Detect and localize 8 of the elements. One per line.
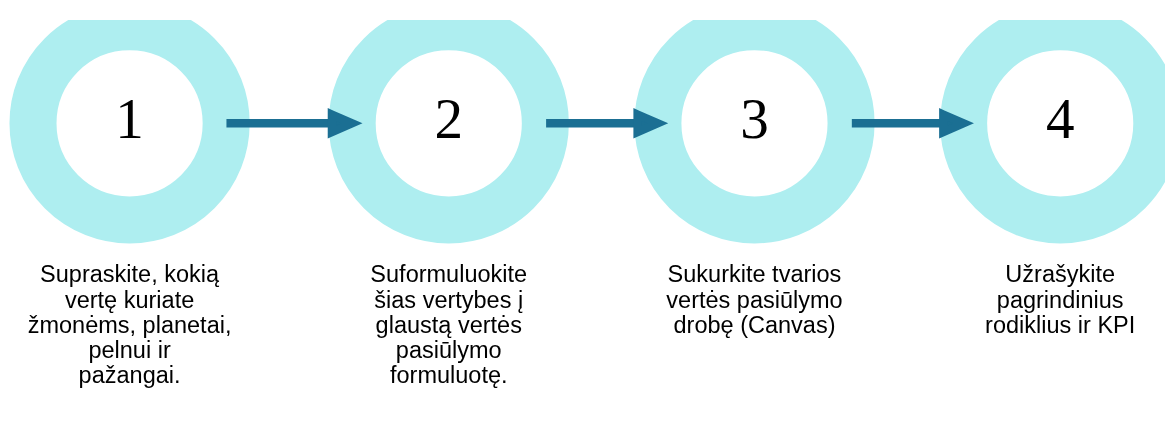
arrow: [851, 108, 974, 139]
node-label: Supraskite, kokią vertę kuriate žmonėms, planetai, pelnui ir pažangai.: [27, 261, 232, 389]
arrow: [546, 108, 669, 139]
arrow: [226, 108, 363, 139]
node-label: Sukurkite tvarios vertės pasiūlymo drobę (Canvas): [666, 261, 843, 338]
node-circle: 1: [9, 20, 250, 244]
node-label: Užrašykite pagrindinius rodiklius ir KPI: [985, 261, 1136, 338]
node-label: Suformuluokite šias vertybes į glaustą vertės pasiūlymo formuluotę.: [370, 261, 528, 389]
